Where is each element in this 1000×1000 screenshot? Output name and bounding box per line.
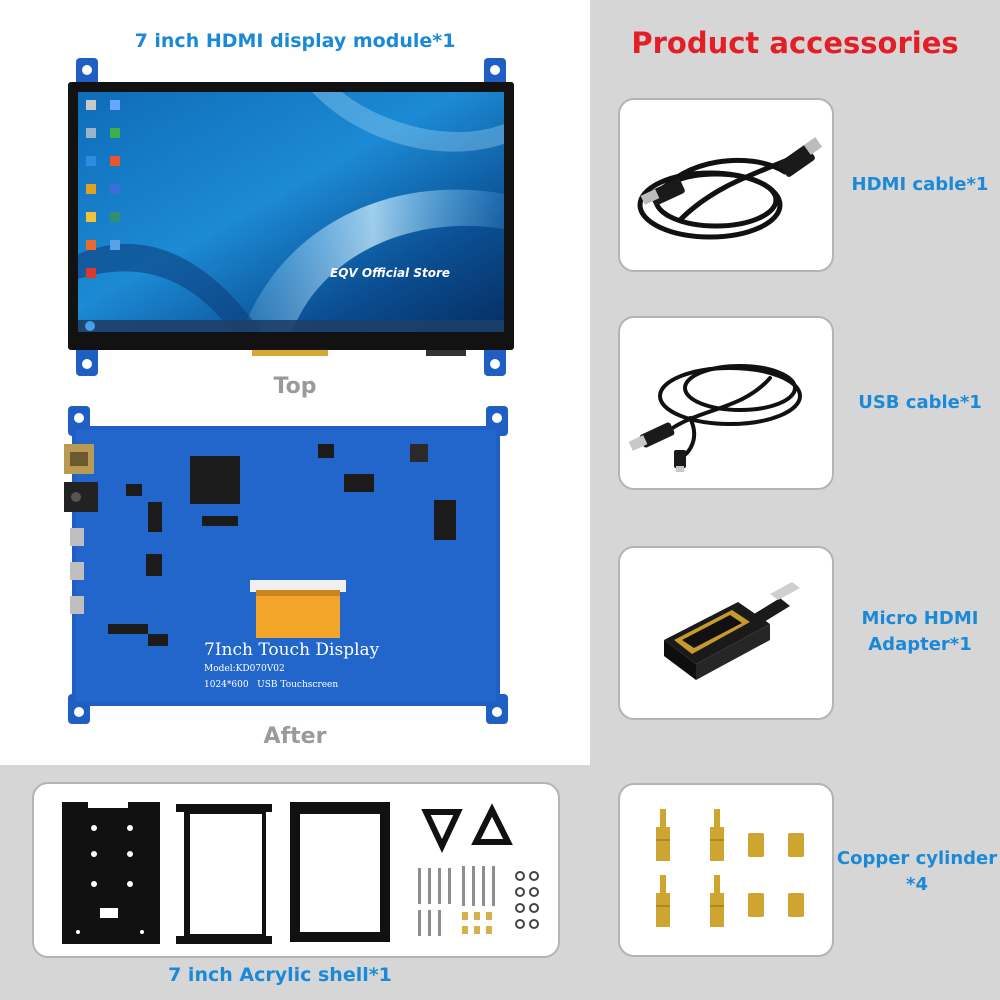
usb-cable-caption: USB cable*1 xyxy=(858,392,982,413)
copper-caption-line2: *4 xyxy=(906,874,928,895)
copper-cylinder-card xyxy=(618,783,834,957)
screen-watermark: EQV Official Store xyxy=(330,266,451,280)
board-model: Model:KD070V02 xyxy=(204,664,285,674)
desktop-icons xyxy=(86,100,120,278)
acrylic-shell-card xyxy=(32,782,560,958)
board-title: 7Inch Touch Display xyxy=(204,640,380,660)
usb-cable-card xyxy=(618,316,834,490)
display-back-image xyxy=(64,406,508,724)
micro-hdmi-adapter-card xyxy=(618,546,834,720)
display-module-caption: 7 inch HDMI display module*1 xyxy=(134,30,456,52)
adapter-caption-line2: Adapter*1 xyxy=(868,634,972,655)
acrylic-shell-image xyxy=(62,802,539,944)
adapter-caption-line1: Micro HDMI xyxy=(861,608,979,629)
usb-port-icon xyxy=(70,528,84,614)
hdmi-cable-card xyxy=(618,98,834,272)
display-front-image xyxy=(68,58,514,376)
copper-caption-line1: Copper cylinder xyxy=(836,848,998,869)
back-view-caption: After xyxy=(263,724,327,749)
hdmi-cable-image xyxy=(637,137,823,240)
audio-jack-icon xyxy=(64,482,98,512)
top-view-caption: Top xyxy=(273,374,317,399)
micro-hdmi-adapter-caption: Micro HDMI Adapter*1 xyxy=(840,606,1000,658)
accessories-title: Product accessories xyxy=(631,26,959,60)
hdmi-cable-caption: HDMI cable*1 xyxy=(851,174,989,195)
usb-cable-image xyxy=(628,364,802,472)
micro-hdmi-adapter-image xyxy=(664,582,800,680)
hdmi-port-icon xyxy=(64,444,94,474)
board-spec: 1024*600 USB Touchscreen xyxy=(204,680,339,690)
copper-cylinder-caption: Copper cylinder *4 xyxy=(832,846,1000,898)
acrylic-shell-caption: 7 inch Acrylic shell*1 xyxy=(168,964,392,986)
copper-cylinder-image xyxy=(656,809,804,927)
